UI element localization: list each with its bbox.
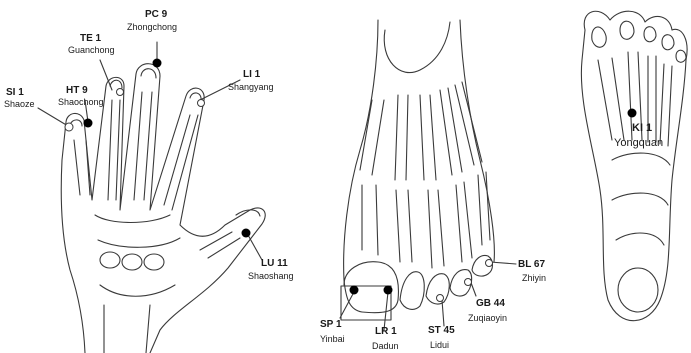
point-pc9 xyxy=(153,59,162,68)
label-lr1-code: LR 1 xyxy=(375,327,397,337)
label-lr1-name: Dadun xyxy=(372,342,399,351)
label-gb44-name: Zuqiaoyin xyxy=(468,314,507,323)
point-bl67 xyxy=(486,260,493,267)
label-si1-code: SI 1 xyxy=(6,88,24,98)
label-lu11-name: Shaoshang xyxy=(248,272,294,281)
point-si1 xyxy=(65,123,73,131)
label-te1-name: Guanchong xyxy=(68,46,115,55)
label-ki1-name: Yongquan xyxy=(614,138,663,149)
label-pc9-name: Zhongchong xyxy=(127,23,177,32)
label-li1-name: Shangyang xyxy=(228,83,274,92)
point-ht9 xyxy=(84,119,93,128)
label-li1-code: LI 1 xyxy=(243,70,260,80)
foot-dorsal-illustration xyxy=(340,20,516,330)
label-sp1-name: Yinbai xyxy=(320,335,345,344)
label-lu11-code: LU 11 xyxy=(261,259,288,269)
point-ki1 xyxy=(628,109,637,118)
label-gb44-code: GB 44 xyxy=(476,299,505,309)
point-st45 xyxy=(437,295,444,302)
label-ki1-code: KI 1 xyxy=(632,123,652,134)
label-si1-name: Shaoze xyxy=(4,100,35,109)
point-sp1 xyxy=(350,286,359,295)
point-te1 xyxy=(117,89,124,96)
point-lu11 xyxy=(242,229,251,238)
label-te1-code: TE 1 xyxy=(80,34,101,44)
label-ht9-name: Shaochong xyxy=(58,98,104,107)
label-st45-name: Lidui xyxy=(430,341,449,350)
label-pc9-code: PC 9 xyxy=(145,10,167,20)
label-ht9-code: HT 9 xyxy=(66,86,88,96)
foot-plantar-illustration xyxy=(581,11,687,320)
label-st45-code: ST 45 xyxy=(428,326,455,336)
acupoint-markers xyxy=(65,59,637,302)
point-gb44 xyxy=(465,279,472,286)
label-bl67-name: Zhiyin xyxy=(522,274,546,283)
label-sp1-code: SP 1 xyxy=(320,320,342,330)
point-lr1 xyxy=(384,286,393,295)
label-bl67-code: BL 67 xyxy=(518,260,545,270)
point-li1 xyxy=(198,100,205,107)
